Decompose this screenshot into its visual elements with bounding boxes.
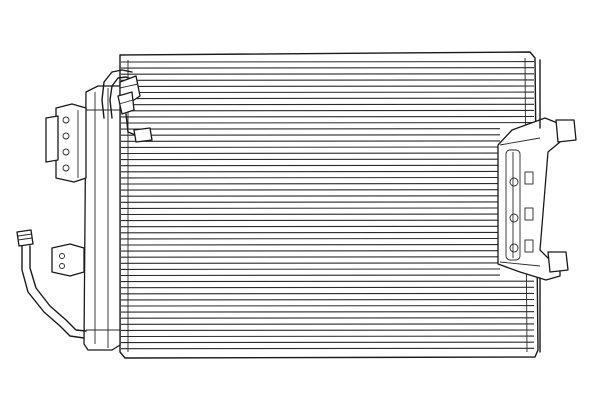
outlet-pipe <box>16 229 87 339</box>
left-header-tank <box>83 85 121 351</box>
inlet-fitting <box>101 69 153 143</box>
left-mounting-bracket <box>45 103 87 183</box>
condenser-core-fins <box>120 61 535 350</box>
right-receiver-drier-bracket <box>497 117 577 281</box>
